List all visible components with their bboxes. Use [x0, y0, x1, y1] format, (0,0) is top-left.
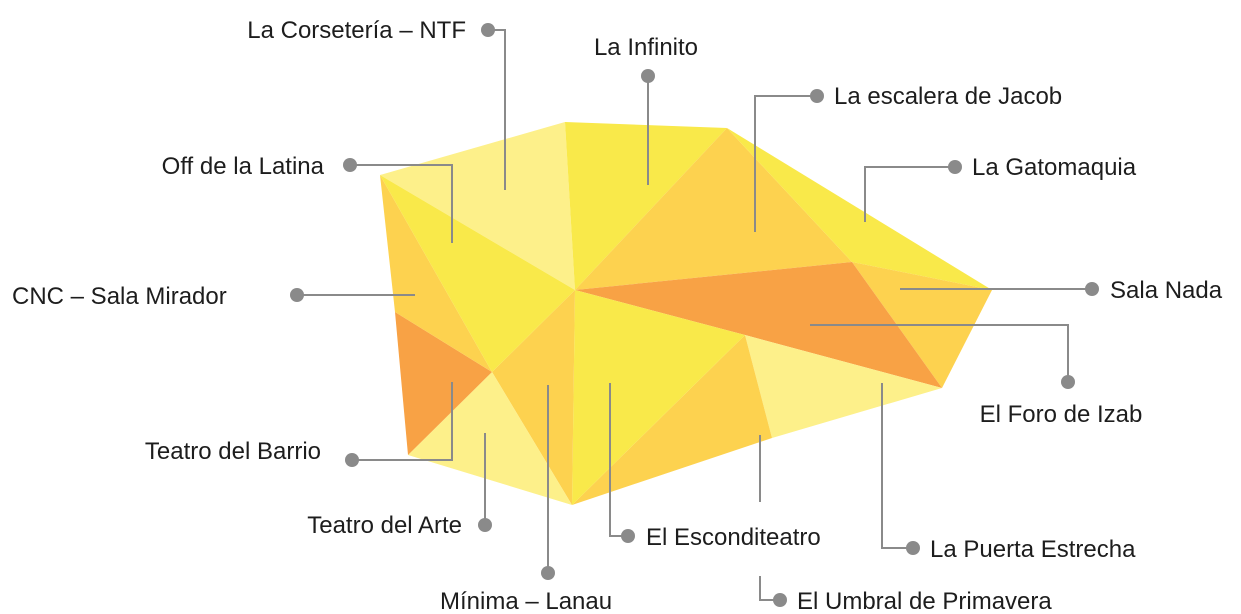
dot-esconditeatro [621, 529, 635, 543]
theatre-labels: La Corsetería – NTF La Infinito La escal… [12, 17, 1223, 614]
leader-lines [297, 29, 1092, 601]
leader-puerta-estrecha [881, 383, 913, 549]
dot-teatro-arte [478, 518, 492, 532]
dot-umbral [773, 593, 787, 607]
label-off-latina: Off de la Latina [162, 153, 325, 180]
label-foro-izab: El Foro de Izab [980, 401, 1143, 428]
dot-minima [541, 566, 555, 580]
facet-teatro-barrio [395, 312, 492, 455]
facet-escalera [575, 128, 852, 290]
facet-teatro-arte [408, 372, 572, 505]
label-puerta-estrecha: La Puerta Estrecha [930, 536, 1136, 563]
label-infinito: La Infinito [594, 34, 698, 61]
leader-teatro-barrio [352, 382, 453, 461]
label-teatro-barrio: Teatro del Barrio [145, 438, 321, 465]
facet-puerta-estrecha [745, 335, 942, 438]
facet-umbral [572, 335, 772, 505]
facet-off-latina [380, 175, 575, 372]
facet-infinito [565, 122, 727, 290]
label-escalera: La escalera de Jacob [834, 83, 1062, 110]
leader-gatomaquia [864, 166, 955, 222]
dot-gatomaquia [948, 160, 962, 174]
polygon-facets [380, 122, 992, 505]
label-sala-nada: Sala Nada [1110, 277, 1223, 304]
label-minima: Mínima – Lanau [440, 588, 612, 614]
leader-foro-izab [810, 324, 1069, 382]
facet-gatomaquia [727, 128, 992, 290]
dot-off-latina [343, 158, 357, 172]
dot-foro-izab [1061, 375, 1075, 389]
dot-infinito [641, 69, 655, 83]
dot-escalera [810, 89, 824, 103]
facet-minima [492, 290, 575, 505]
dot-corseteria [481, 23, 495, 37]
dot-cnc [290, 288, 304, 302]
dot-sala-nada [1085, 282, 1099, 296]
label-teatro-arte: Teatro del Arte [307, 512, 462, 539]
label-esconditeatro: El Esconditeatro [646, 524, 821, 551]
leader-dots [290, 23, 1099, 607]
label-umbral: El Umbral de Primavera [797, 588, 1052, 614]
dot-teatro-barrio [345, 453, 359, 467]
facet-foro-izab [575, 262, 942, 388]
dot-puerta-estrecha [906, 541, 920, 555]
leader-escalera [754, 95, 817, 232]
leader-off-latina [350, 164, 453, 243]
facet-esconditeatro [572, 290, 745, 505]
label-cnc: CNC – Sala Mirador [12, 283, 227, 310]
label-corseteria: La Corsetería – NTF [247, 17, 466, 44]
label-gatomaquia: La Gatomaquia [972, 154, 1137, 181]
